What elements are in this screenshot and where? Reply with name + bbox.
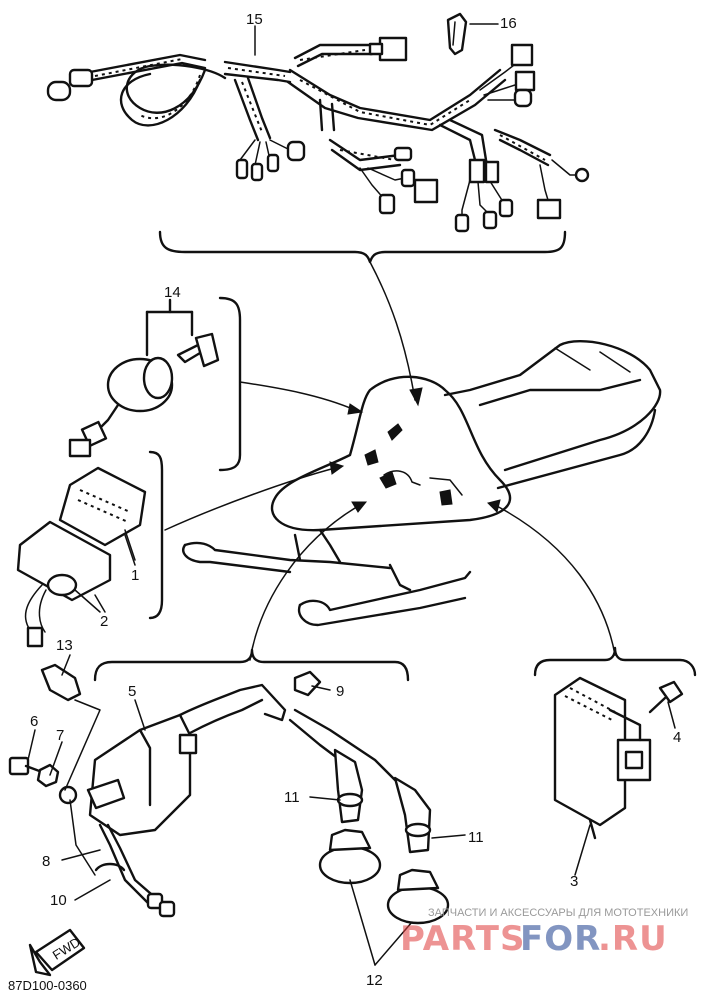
callout-11-right: 11 [468,829,484,846]
callout-2: 2 [100,613,108,630]
callout-12: 12 [366,972,383,989]
coil-bracket [93,648,410,682]
pointer-14 [239,381,356,411]
callout-11-left: 11 [284,789,300,806]
voltage-regulator [533,646,697,840]
diagram-code: 87D100-0360 [8,978,87,993]
main-switch [68,296,242,472]
leader-lines [27,23,676,966]
cdi-unit [16,450,164,648]
callout-1: 1 [131,567,139,584]
callout-15: 15 [246,11,263,28]
callout-7: 7 [56,727,64,744]
callout-9: 9 [336,683,344,700]
watermark-for: FOR [520,919,601,959]
callout-4: 4 [673,729,681,746]
callout-10: 10 [50,892,67,909]
wire-harness [46,36,590,233]
regulator-screw [648,680,684,714]
watermark-tagline: ЗАПЧАСТИ И АКСЕССУАРЫ ДЛЯ МОТОТЕХНИКИ [428,907,688,919]
spark-plug-caps [288,670,450,925]
callout-3: 3 [570,873,578,890]
pointer-coil [249,504,361,661]
callout-13: 13 [56,637,73,654]
item-13-clamp [40,663,82,702]
coil-bolt-nut [8,756,78,805]
forward-arrow-icon: FWD [28,928,86,977]
callout-6: 6 [30,713,38,730]
watermark-parts: PARTS [400,919,525,959]
pointer-3 [494,504,616,656]
callout-14: 14 [164,284,181,301]
ignition-coil [69,683,287,918]
callout-5: 5 [128,683,136,700]
callout-8: 8 [42,853,50,870]
pointer-1-2 [164,467,336,531]
harness-bracket [158,230,567,264]
harness-pointer [369,261,416,401]
watermark-ru: .RU [598,919,668,959]
fuse-clip [446,12,468,56]
callout-16: 16 [500,15,517,32]
